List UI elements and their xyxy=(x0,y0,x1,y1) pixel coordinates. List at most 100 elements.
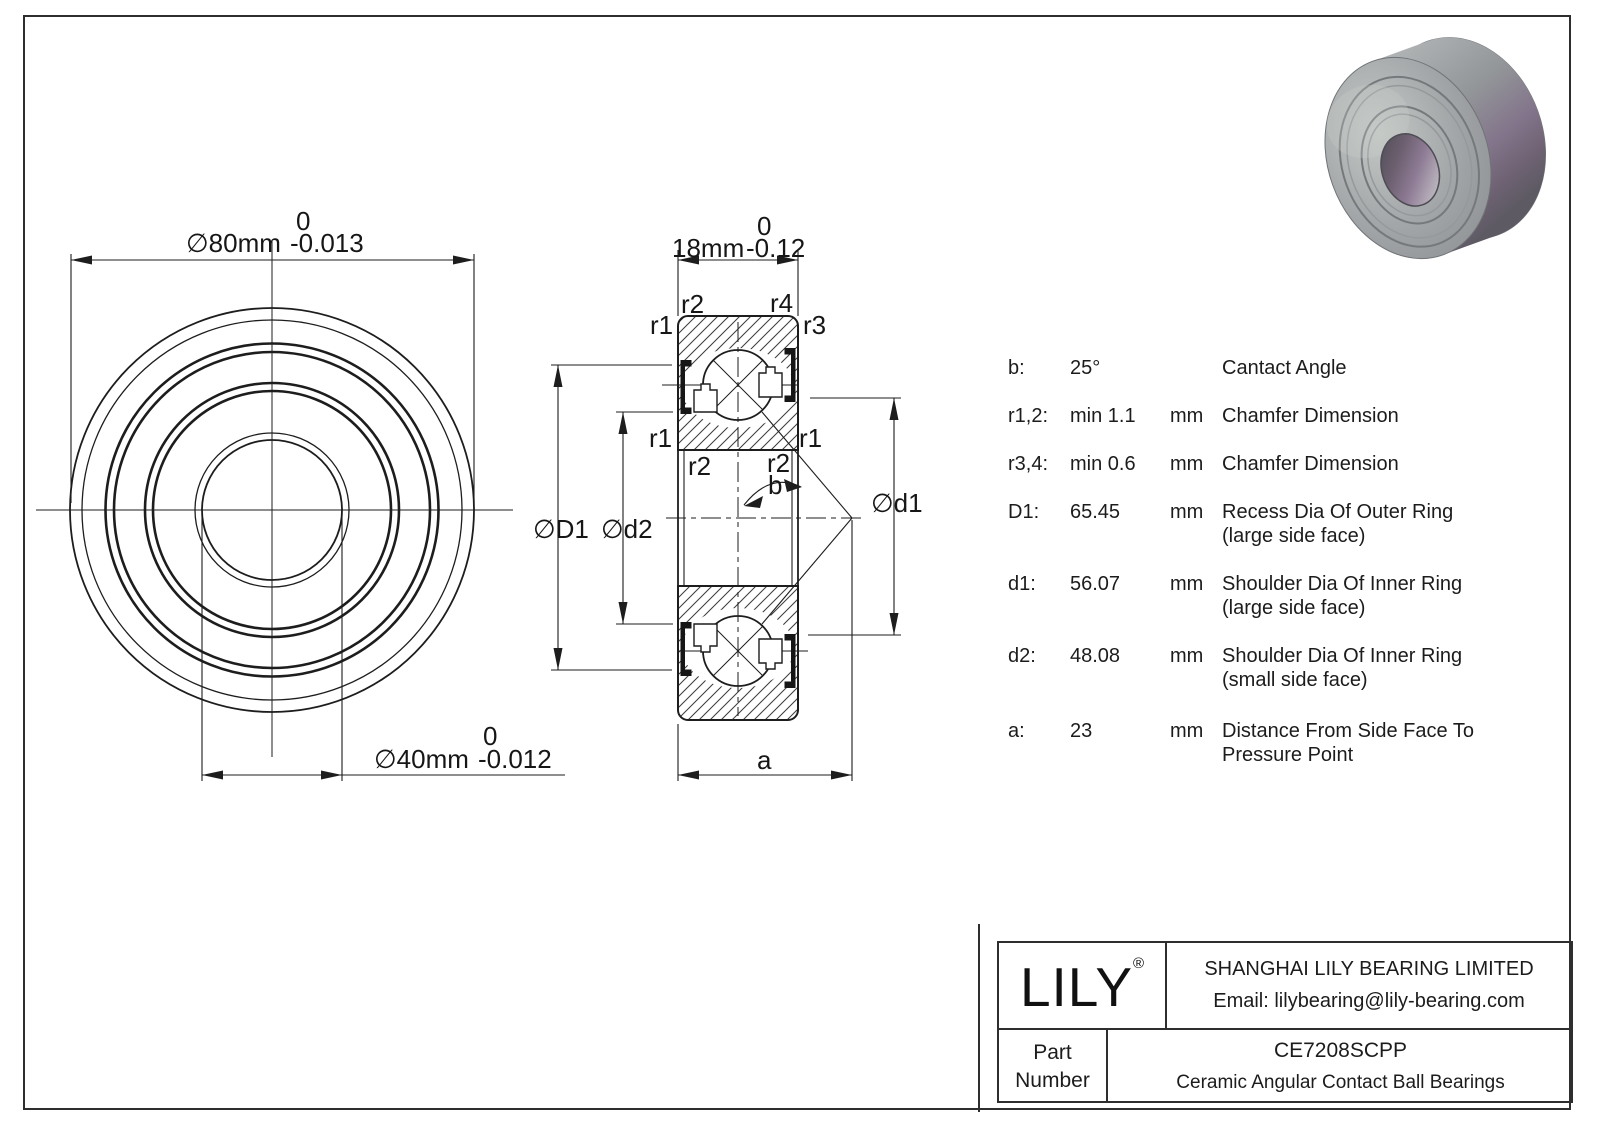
dim-outer-lower: -0.013 xyxy=(290,228,364,258)
dim-width xyxy=(677,250,799,316)
seal-lower-left xyxy=(680,622,692,676)
seal-upper-left xyxy=(680,360,692,414)
title-block-left-rule xyxy=(978,924,980,1112)
spec-value: min 0.6 xyxy=(1070,453,1136,475)
part-number: CE7208SCPP xyxy=(1273,1039,1408,1062)
cage-upper-right xyxy=(758,366,783,398)
front-view-dim-outer xyxy=(70,254,475,503)
spec-value: 48.08 xyxy=(1070,645,1121,667)
side-view-centerlines xyxy=(666,322,866,716)
dim-D1 xyxy=(551,364,672,671)
dim-d1 xyxy=(808,397,901,636)
spec-label: a: xyxy=(1008,720,1025,742)
spec-desc: Cantact Angle xyxy=(1222,357,1347,379)
spec-unit: mm xyxy=(1170,501,1204,523)
part-number-label: Part Number xyxy=(999,1030,1108,1103)
bearing-photo xyxy=(1324,37,1547,260)
registered-mark: ® xyxy=(1133,955,1145,972)
spec-desc: Shoulder Dia Of Inner Ring xyxy=(1222,573,1463,595)
spec-desc-line2: (large side face) xyxy=(1222,597,1366,619)
label-r2-top: r2 xyxy=(681,289,704,319)
spec-value: 23 xyxy=(1070,720,1093,742)
spec-desc: Distance From Side Face To xyxy=(1222,720,1474,742)
label-r1-midright: r1 xyxy=(799,423,822,453)
part-label-line1: Part xyxy=(1033,1040,1072,1064)
spec-row-r12: r1,2: min 1.1 mm Chamfer Dimension xyxy=(1008,405,1593,457)
dim-outer-upper: 0 xyxy=(296,206,310,236)
label-r2-innerleft: r2 xyxy=(688,451,711,481)
dim-d2 xyxy=(616,411,673,625)
dim-outer-text: ∅80mm xyxy=(186,228,281,258)
spec-unit: mm xyxy=(1170,573,1204,595)
spec-row-b: b: 25° Cantact Angle xyxy=(1008,357,1593,409)
dim-bore-text: ∅40mm xyxy=(374,744,469,774)
spec-row-d2: d2: 48.08 mm Shoulder Dia Of Inner Ring … xyxy=(1008,645,1593,697)
part-description: Ceramic Angular Contact Ball Bearings xyxy=(1176,1072,1505,1093)
logo-text: LILY xyxy=(1019,956,1133,1018)
section-lower xyxy=(677,585,808,721)
spec-row-a: a: 23 mm Distance From Side Face To Pres… xyxy=(1008,720,1593,772)
label-contact-angle: b xyxy=(768,470,782,500)
front-view-centerlines xyxy=(36,240,513,757)
dim-bore-lower: -0.012 xyxy=(478,744,552,774)
dim-width-lower: -0.12 xyxy=(746,233,805,263)
spec-row-r34: r3,4: min 0.6 mm Chamfer Dimension xyxy=(1008,453,1593,505)
dim-bore-upper: 0 xyxy=(483,721,497,751)
company-info: SHANGHAI LILY BEARING LIMITED Email: lil… xyxy=(1167,943,1571,1030)
spec-value: 65.45 xyxy=(1070,501,1121,523)
cage-upper-left xyxy=(693,383,718,413)
label-r1-topleft: r1 xyxy=(650,310,673,340)
spec-label: r1,2: xyxy=(1008,405,1049,427)
seal-lower-right xyxy=(784,634,796,688)
spec-unit: mm xyxy=(1170,453,1204,475)
cage-lower-left xyxy=(693,623,718,653)
spec-label: b: xyxy=(1008,357,1025,379)
spec-row-d1: d1: 56.07 mm Shoulder Dia Of Inner Ring … xyxy=(1008,573,1593,625)
title-block: LILY® SHANGHAI LILY BEARING LIMITED Emai… xyxy=(997,941,1573,1103)
bearing-bore xyxy=(1380,133,1441,207)
spec-unit: mm xyxy=(1170,720,1204,742)
part-label-line2: Number xyxy=(1015,1068,1090,1092)
bearing-3d-model xyxy=(1324,37,1547,260)
spec-label: r3,4: xyxy=(1008,453,1049,475)
spec-label: D1: xyxy=(1008,501,1040,523)
company-name: SHANGHAI LILY BEARING LIMITED xyxy=(1204,958,1534,980)
spec-desc: Chamfer Dimension xyxy=(1222,453,1399,475)
spec-desc: Shoulder Dia Of Inner Ring xyxy=(1222,645,1463,667)
spec-unit: mm xyxy=(1170,405,1204,427)
spec-desc-line2: Pressure Point xyxy=(1222,744,1354,766)
label-r4-top: r4 xyxy=(770,288,793,318)
part-info: CE7208SCPP Ceramic Angular Contact Ball … xyxy=(1108,1030,1573,1103)
label-a: a xyxy=(757,745,772,775)
cage-lower-right xyxy=(758,638,783,670)
page-border xyxy=(23,15,1571,1110)
spec-desc-line2: (small side face) xyxy=(1222,669,1368,691)
dim-width-text: 18mm xyxy=(672,233,744,263)
pressure-point-lines xyxy=(743,411,853,781)
spec-desc-line2: (large side face) xyxy=(1222,525,1366,547)
label-D1: ∅D1 xyxy=(533,514,589,544)
company-logo: LILY® xyxy=(999,943,1167,1030)
label-r2-innerright: r2 xyxy=(767,448,790,478)
spec-desc: Recess Dia Of Outer Ring xyxy=(1222,501,1454,523)
front-view xyxy=(36,240,565,781)
spec-row-D1: D1: 65.45 mm Recess Dia Of Outer Ring (l… xyxy=(1008,501,1593,553)
label-d1: ∅d1 xyxy=(871,488,923,518)
front-view-dim-bore xyxy=(201,513,565,781)
label-d2: ∅d2 xyxy=(601,514,653,544)
dim-a xyxy=(677,724,852,781)
spec-value: min 1.1 xyxy=(1070,405,1136,427)
label-r3-topright: r3 xyxy=(803,310,826,340)
label-r1-midleft: r1 xyxy=(649,423,672,453)
spec-value: 25° xyxy=(1070,357,1101,379)
side-view xyxy=(551,250,901,781)
seal-upper-right xyxy=(784,348,796,402)
spec-label: d2: xyxy=(1008,645,1036,667)
dim-width-upper: 0 xyxy=(757,211,771,241)
company-email: Email: lilybearing@lily-bearing.com xyxy=(1213,990,1525,1012)
spec-label: d1: xyxy=(1008,573,1036,595)
spec-unit: mm xyxy=(1170,645,1204,667)
spec-desc: Chamfer Dimension xyxy=(1222,405,1399,427)
